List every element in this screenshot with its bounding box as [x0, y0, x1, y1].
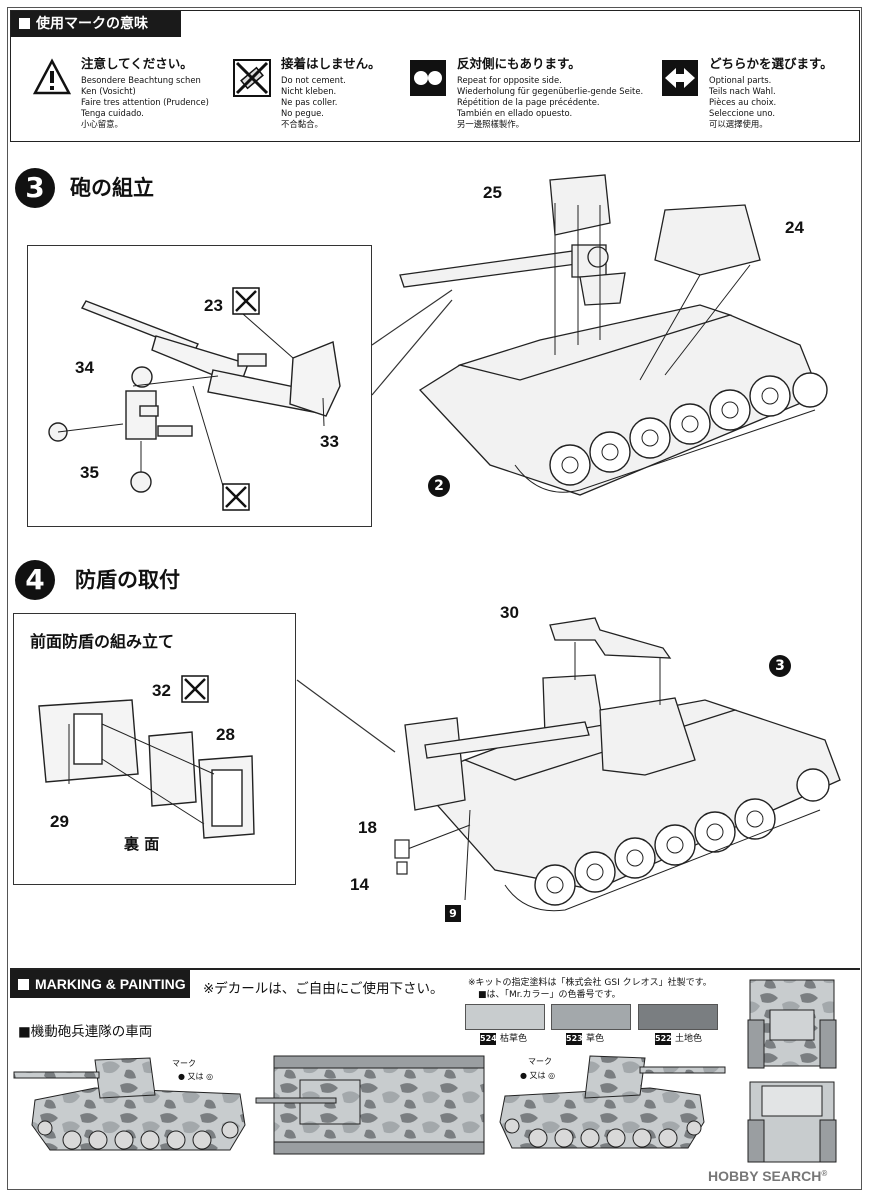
legend-line: 可以選擇使用。: [709, 119, 768, 129]
step-3-tank-drawing: [399, 174, 828, 496]
legend-line: También en ellado opuesto.: [457, 108, 573, 118]
part-33-label: 33: [320, 432, 339, 451]
left-profile-tank: [13, 1057, 246, 1151]
caution-icon: [32, 58, 72, 95]
legend-line: Nicht kleben.: [281, 86, 337, 96]
rear-view-tank: [747, 1081, 837, 1163]
legend-line: 另一邊照樣製作。: [457, 119, 524, 129]
legend-line: 小心留意。: [81, 119, 123, 129]
color-swatch-522: [638, 1004, 718, 1030]
ref-step-3: 3: [769, 655, 791, 677]
paint-note-line-1: ※キットの指定塗料は「株式会社 GSI クレオス」社製です。: [468, 978, 712, 988]
optional-parts-icon: [662, 60, 698, 96]
no-cement-icon: [222, 483, 250, 511]
no-cement-icon: [233, 59, 271, 97]
legend-line: Seleccione uno.: [709, 108, 775, 118]
part-23-label: 23: [204, 296, 223, 315]
color-code-523: 523: [566, 1033, 583, 1045]
legend-line: Wiederholung für gegenüberlie-gende Seit…: [457, 86, 644, 96]
gun-assembly-drawing: [48, 287, 341, 511]
color-swatch-523: [551, 1004, 631, 1030]
color-swatch-524: [465, 1004, 545, 1030]
legend-jp: 接着はしません。: [281, 56, 381, 71]
legend-line: Optional parts.: [709, 75, 772, 85]
legend-panel: 使用マークの意味 注意してください。 Besondere Beachtung s…: [10, 10, 860, 142]
part-14-label: 14: [350, 875, 369, 894]
part-18-label: 18: [358, 818, 377, 837]
color-code-524: 524: [480, 1033, 497, 1045]
marking-divider: [10, 968, 860, 970]
legend-line: Ne pas coller.: [281, 97, 338, 107]
step-3-number: 3: [15, 168, 55, 208]
legend-jp: どちらかを選びます。: [709, 56, 833, 71]
front-shield-detail-box: [13, 613, 296, 885]
legend-line: Répétition de la page précédente.: [457, 97, 600, 107]
step-3-title: 砲の組立: [70, 176, 154, 200]
legend-line: No pegue.: [281, 108, 324, 118]
color-name-522: 土地色: [675, 1034, 703, 1044]
unit-title: ■機動砲兵連隊の車両: [18, 1024, 153, 1040]
part-35-label: 35: [80, 463, 99, 482]
right-profile-tank: [499, 1055, 726, 1149]
mark-or-left: ● 又は ◎: [178, 1072, 214, 1081]
page-frame: [7, 7, 862, 1190]
mark-label-right: マーク: [528, 1057, 552, 1066]
part-34-label: 34: [75, 358, 94, 377]
color-name-523: 草色: [586, 1034, 605, 1044]
paint-note-line-2: ■は、「Mr.カラー」の色番号です。: [478, 990, 621, 1000]
legend-line: Tenga cuidado.: [81, 108, 144, 118]
legend-line: Repeat for opposite side.: [457, 75, 562, 85]
top-view-tank: [255, 1055, 485, 1155]
legend-line: Pièces au choix.: [709, 97, 777, 107]
color-name-524: 枯草色: [500, 1034, 528, 1044]
opposite-side-icon: [410, 60, 446, 96]
legend-jp: 注意してください。: [81, 56, 193, 71]
decal-note: ※デカールは、ご自由にご使用下さい。: [203, 981, 444, 997]
step-4-number: 4: [15, 560, 55, 600]
front-shield-drawing: [38, 675, 255, 839]
part-25-label: 25: [483, 183, 502, 202]
ref-step-2: 2: [428, 475, 450, 497]
mark-or-right: ● 又は ◎: [520, 1071, 556, 1080]
legend-line: Ken (Vosicht): [81, 86, 136, 96]
gun-detail-box: [27, 245, 372, 527]
paint-note: ※キットの指定塗料は「株式会社 GSI クレオス」社製です。 ■は、「Mr.カラ…: [468, 977, 712, 1001]
step-4-title: 防盾の取付: [75, 568, 180, 592]
legend-line: Faire tres attention (Prudence): [81, 97, 209, 107]
legend-line: 不合黏合。: [281, 119, 323, 129]
no-cement-icon: [232, 287, 260, 315]
back-side-label: 裏 面: [124, 835, 160, 853]
marking-title: MARKING & PAINTING: [10, 970, 190, 998]
no-cement-icon: [181, 675, 209, 703]
ref-step-9: 9: [445, 905, 461, 922]
front-shield-subtitle: 前面防盾の組み立て: [30, 632, 175, 651]
part-24-label: 24: [785, 218, 804, 237]
legend-line: Do not cement.: [281, 75, 346, 85]
part-29-label: 29: [50, 812, 69, 831]
part-32-label: 32: [152, 681, 171, 700]
legend-line: Besondere Beachtung schen: [81, 75, 201, 85]
part-28-label: 28: [216, 725, 235, 744]
part-30-label: 30: [500, 603, 519, 622]
step-4-tank-drawing: [394, 617, 841, 912]
legend-line: Teils nach Wahl.: [709, 86, 776, 96]
front-view-tank: [747, 979, 837, 1069]
legend-title: 使用マークの意味: [11, 11, 181, 37]
legend-jp: 反対側にもあります。: [457, 56, 581, 71]
mark-label-left: マーク: [172, 1059, 196, 1068]
color-code-522: 522: [655, 1033, 672, 1045]
hobby-search-watermark: HOBBY SEARCH®: [708, 1168, 828, 1184]
